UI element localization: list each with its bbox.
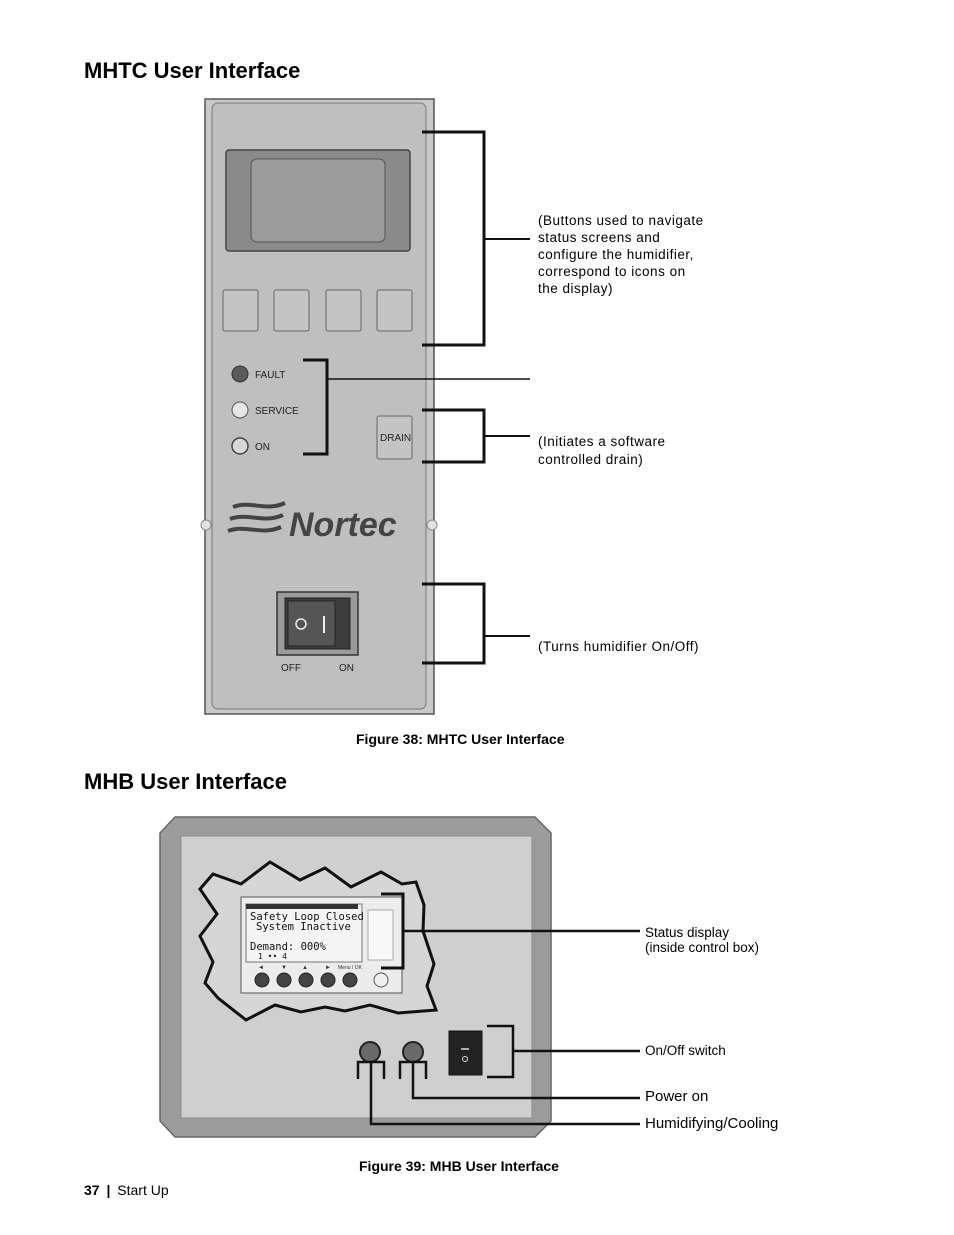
- callout-buttons-text: (Buttons used to navigate status screens…: [538, 213, 704, 296]
- mhb-switch-text: On/Off switch: [645, 1043, 726, 1058]
- lcd-line-2: System Inactive: [256, 921, 351, 933]
- humidifying-led: [359, 1041, 381, 1063]
- key-down-button[interactable]: [276, 972, 292, 988]
- nav-button-3[interactable]: [325, 289, 362, 332]
- fault-label: FAULT: [255, 370, 285, 381]
- power-led: [402, 1041, 424, 1063]
- callout-bracket-buttons: [422, 130, 530, 347]
- mhb-switch-off-icon: [462, 1056, 468, 1062]
- callout-drain-text: (Initiates a software controlled drain): [538, 434, 666, 467]
- lcd-line-3: Demand: 000%: [250, 941, 327, 953]
- key-menu-label: Menu / OK: [338, 965, 363, 971]
- switch-on-label: ON: [339, 663, 354, 674]
- on-led: [231, 437, 249, 455]
- section-heading-mhtc: MHTC User Interface: [84, 58, 301, 83]
- key-down-label: ▼: [281, 965, 287, 971]
- drain-label: DRAIN: [380, 433, 411, 444]
- lcd-side-window: [367, 909, 394, 961]
- figure-38-caption: Figure 38: MHTC User Interface: [356, 731, 565, 747]
- key-home-button[interactable]: [373, 972, 389, 988]
- lcd-line-4: 1 •• 4: [258, 952, 287, 961]
- footer-separator: |: [106, 1182, 111, 1198]
- drain-button[interactable]: [376, 415, 413, 460]
- nav-button-4[interactable]: [376, 289, 413, 332]
- mhb-status-text: Status display (inside control box): [645, 925, 760, 955]
- mhtc-panel-face: [211, 102, 427, 710]
- mount-hole-left: [200, 519, 212, 531]
- nortec-logo-icon: [227, 501, 286, 533]
- mhb-callout-power: [398, 1060, 640, 1100]
- callout-switch-text: (Turns humidifier On/Off): [538, 639, 700, 654]
- key-right-button[interactable]: [320, 972, 336, 988]
- callout-bracket-leds: [303, 358, 530, 456]
- key-up-button[interactable]: [298, 972, 314, 988]
- mhtc-display-screen: [250, 158, 386, 243]
- mhb-callout-switch: [487, 1024, 640, 1079]
- fault-led: [231, 365, 249, 383]
- nav-button-1[interactable]: [222, 289, 259, 332]
- mount-hole-right: [426, 519, 438, 531]
- callout-bracket-drain: [422, 408, 530, 464]
- switch-off-label: OFF: [281, 663, 301, 674]
- callout-bracket-switch: [422, 582, 530, 665]
- service-label: SERVICE: [255, 406, 299, 417]
- page-number: 37: [84, 1182, 100, 1198]
- on-label: ON: [255, 442, 270, 453]
- nav-button-2[interactable]: [273, 289, 310, 332]
- key-left-label: ◄: [258, 965, 264, 971]
- page-footer: 37 | Start Up: [84, 1182, 169, 1198]
- service-led: [231, 401, 249, 419]
- off-symbol-icon: [295, 618, 307, 630]
- key-right-label: ►: [325, 965, 331, 971]
- lcd-title-bar: [246, 904, 358, 909]
- key-up-label: ▲: [302, 965, 308, 971]
- figure-39-caption: Figure 39: MHB User Interface: [359, 1158, 559, 1174]
- footer-section: Start Up: [117, 1182, 169, 1198]
- key-menu-button[interactable]: [342, 972, 358, 988]
- brand-text: Nortec: [289, 506, 397, 544]
- mhb-callout-status: [381, 892, 640, 970]
- mhb-callout-humid: [356, 1060, 640, 1126]
- mhb-switch[interactable]: [448, 1030, 483, 1076]
- lcd-line-1: Safety Loop Closed: [250, 911, 364, 923]
- section-heading-mhb: MHB User Interface: [84, 769, 287, 794]
- key-left-button[interactable]: [254, 972, 270, 988]
- mhb-humid-text: Humidifying/Cooling: [645, 1115, 779, 1132]
- mhb-power-text: Power on: [645, 1088, 709, 1105]
